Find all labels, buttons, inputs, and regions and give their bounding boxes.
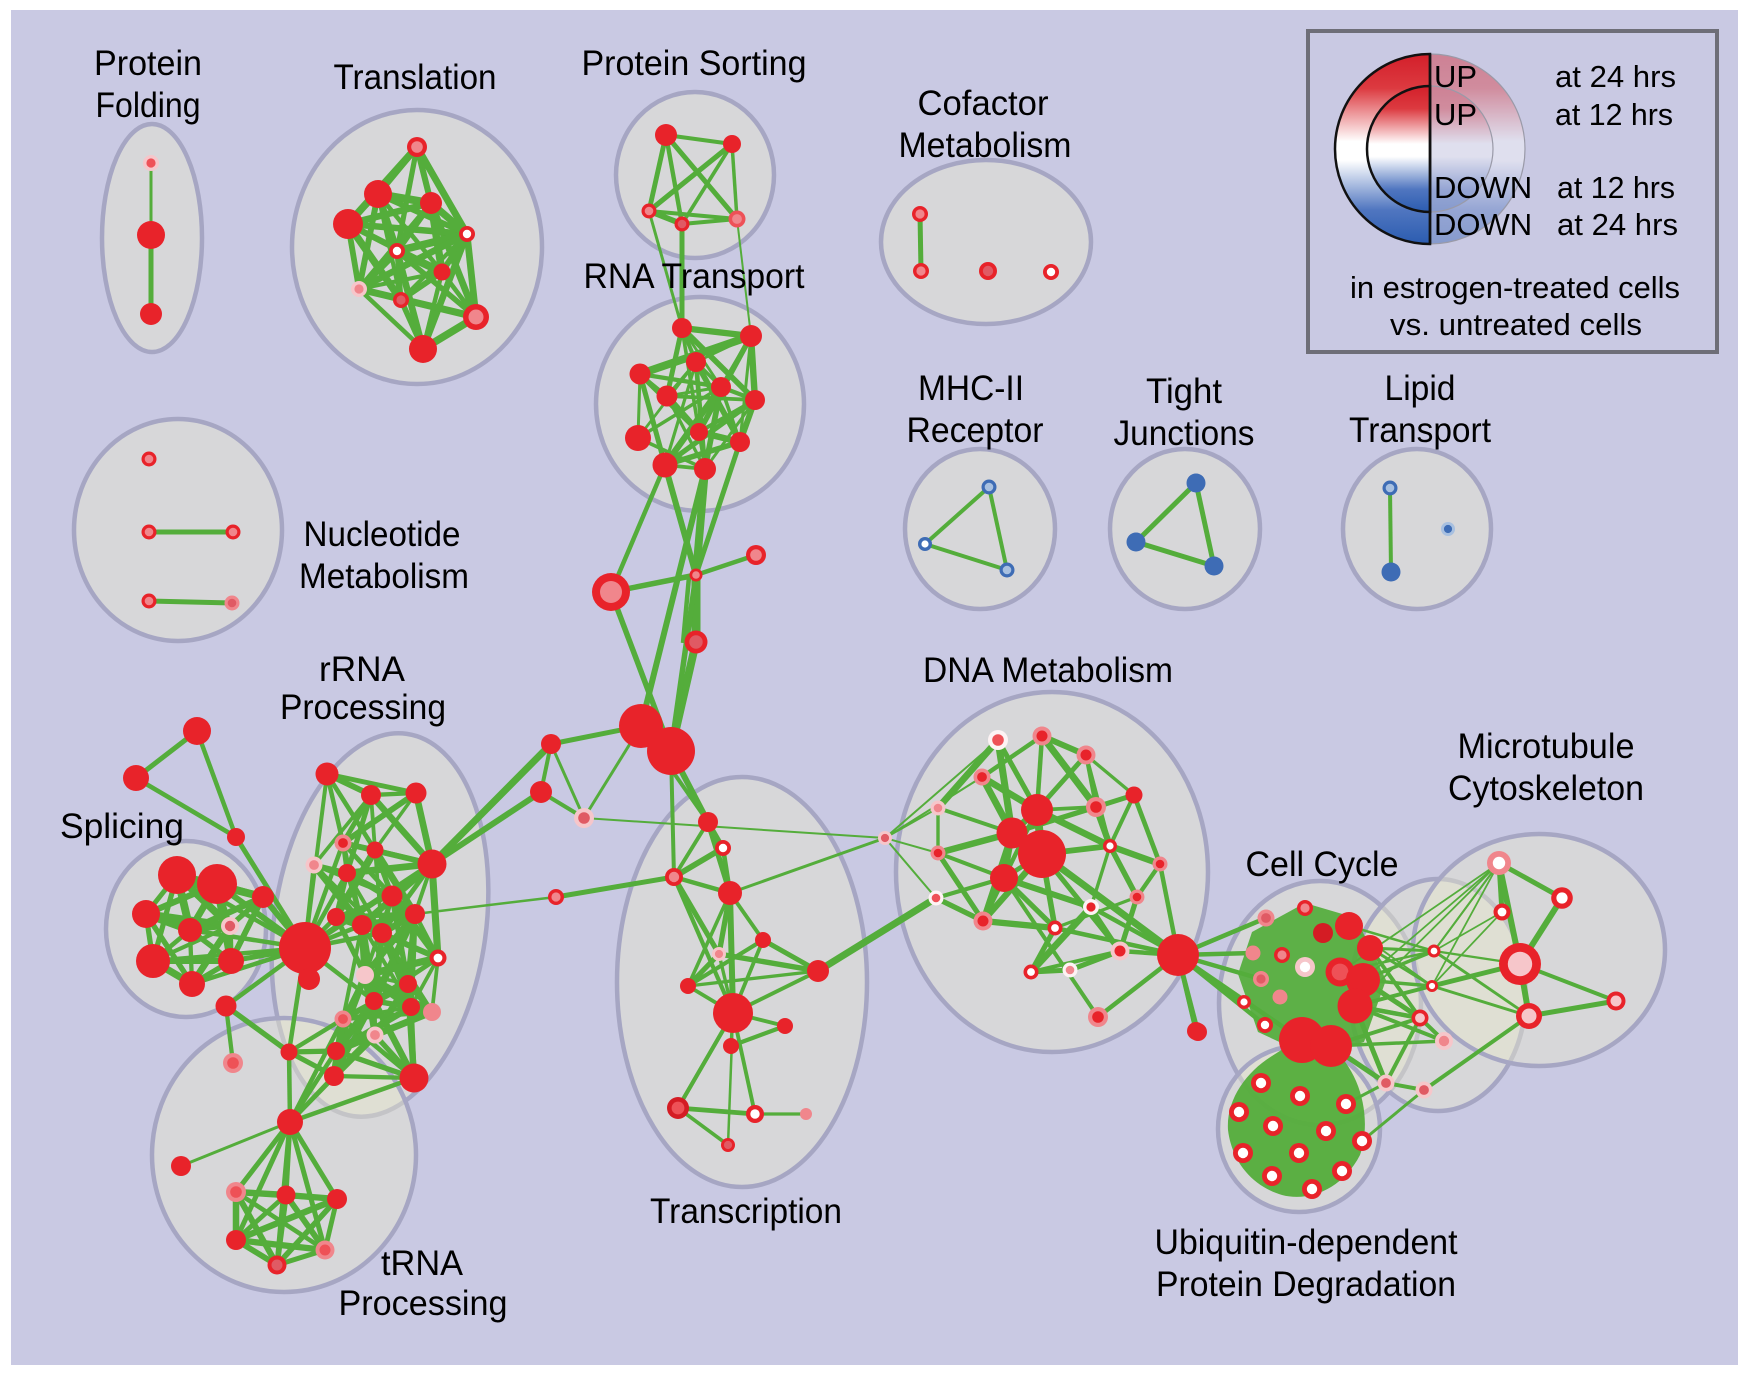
svg-text:Tight: Tight bbox=[1146, 372, 1222, 411]
svg-text:RNA Transport: RNA Transport bbox=[584, 257, 805, 296]
svg-text:Splicing: Splicing bbox=[60, 807, 184, 846]
svg-text:Metabolism: Metabolism bbox=[899, 126, 1072, 165]
svg-text:UP: UP bbox=[1434, 97, 1477, 132]
svg-text:in estrogen-treated cells: in estrogen-treated cells bbox=[1350, 270, 1680, 305]
svg-text:DOWN: DOWN bbox=[1434, 207, 1532, 242]
svg-text:Folding: Folding bbox=[96, 86, 201, 125]
svg-text:Metabolism: Metabolism bbox=[299, 557, 469, 596]
svg-text:Protein: Protein bbox=[94, 44, 202, 83]
svg-text:MHC-II: MHC-II bbox=[918, 369, 1024, 408]
svg-text:at 12 hrs: at 12 hrs bbox=[1555, 97, 1673, 132]
svg-text:Nucleotide: Nucleotide bbox=[304, 515, 461, 554]
svg-text:Microtubule: Microtubule bbox=[1458, 727, 1635, 766]
svg-text:rRNA: rRNA bbox=[319, 650, 406, 689]
svg-text:Cytoskeleton: Cytoskeleton bbox=[1448, 769, 1644, 808]
svg-text:Protein Degradation: Protein Degradation bbox=[1156, 1265, 1456, 1304]
svg-text:Transport: Transport bbox=[1349, 411, 1491, 450]
svg-text:Receptor: Receptor bbox=[907, 411, 1044, 450]
svg-text:at 12 hrs: at 12 hrs bbox=[1557, 170, 1675, 205]
svg-text:Junctions: Junctions bbox=[1114, 414, 1255, 453]
svg-text:Processing: Processing bbox=[280, 688, 446, 727]
svg-text:at 24 hrs: at 24 hrs bbox=[1555, 59, 1676, 94]
svg-text:DNA Metabolism: DNA Metabolism bbox=[923, 651, 1173, 690]
svg-text:Transcription: Transcription bbox=[650, 1192, 842, 1231]
svg-text:Processing: Processing bbox=[339, 1284, 508, 1323]
svg-text:Protein Sorting: Protein Sorting bbox=[582, 44, 807, 83]
svg-text:UP: UP bbox=[1434, 59, 1477, 94]
svg-text:at 24 hrs: at 24 hrs bbox=[1557, 207, 1678, 242]
svg-text:Ubiquitin-dependent: Ubiquitin-dependent bbox=[1155, 1223, 1458, 1262]
svg-text:tRNA: tRNA bbox=[381, 1244, 464, 1283]
svg-text:vs. untreated cells: vs. untreated cells bbox=[1390, 307, 1642, 342]
svg-text:Lipid: Lipid bbox=[1385, 369, 1456, 408]
svg-text:Cell Cycle: Cell Cycle bbox=[1246, 845, 1399, 884]
svg-text:Translation: Translation bbox=[334, 58, 497, 97]
svg-text:DOWN: DOWN bbox=[1434, 170, 1532, 205]
svg-text:Cofactor: Cofactor bbox=[918, 84, 1049, 123]
